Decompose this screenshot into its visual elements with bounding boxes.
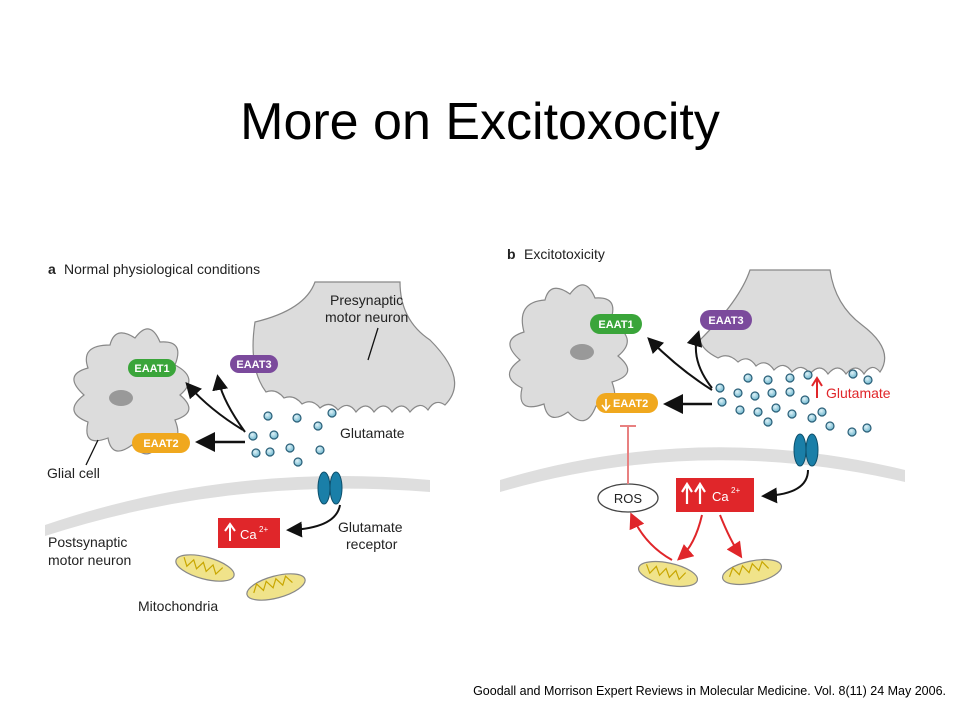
mitochondrion-a2 [246, 573, 306, 601]
svg-text:2+: 2+ [259, 525, 268, 534]
arrow-to-calcium-a [286, 504, 341, 538]
glutamate-receptor-b [793, 433, 819, 467]
eaat2-tag-a: EAAT2 [132, 433, 190, 453]
glutamate-receptor-a [317, 471, 343, 505]
svg-text:EAAT2: EAAT2 [613, 398, 648, 410]
mitochondrion-a1 [175, 554, 235, 582]
calcium-box-a: Ca 2+ [218, 518, 280, 548]
arrow-to-eaat1-b [647, 337, 713, 391]
arrow-ca-to-mito1 [676, 514, 703, 561]
panel-a: a Normal physiological conditions Presyn… [45, 261, 456, 614]
presynaptic-label-1: Presynaptic [330, 292, 403, 308]
presynaptic-pointer [367, 327, 379, 361]
svg-text:EAAT1: EAAT1 [134, 363, 169, 375]
svg-text:EAAT3: EAAT3 [236, 359, 271, 371]
eaat1-tag-b: EAAT1 [590, 314, 642, 334]
svg-text:2+: 2+ [731, 486, 740, 495]
panel-b-letter: b [507, 246, 516, 262]
arrow-to-calcium-b [761, 469, 809, 504]
panel-b: b Excitotoxicity EAAT1 EAAT3 EAAT2 [500, 246, 905, 588]
svg-text:EAAT2: EAAT2 [143, 438, 178, 450]
svg-text:EAAT1: EAAT1 [598, 319, 633, 331]
eaat3-tag-b: EAAT3 [700, 310, 752, 330]
glial-nucleus-b [570, 344, 594, 360]
postsynaptic-membrane [45, 476, 430, 536]
mitochondria-label: Mitochondria [138, 598, 218, 614]
presynaptic-neuron [252, 281, 456, 414]
receptor-label-1: Glutamate [338, 519, 403, 535]
glutamate-vesicles-a [248, 408, 337, 467]
arrow-to-eaat3 [212, 374, 246, 433]
eaat3-tag-a: EAAT3 [230, 355, 278, 373]
glutamate-label-b: Glutamate [826, 385, 891, 401]
glutamate-label-a: Glutamate [340, 425, 405, 441]
panel-b-heading: Excitotoxicity [524, 246, 605, 262]
eaat2-tag-b: EAAT2 [596, 393, 658, 413]
glial-nucleus [109, 390, 133, 406]
arrow-mito-to-ros [629, 512, 673, 561]
panel-a-heading: Normal physiological conditions [64, 261, 260, 277]
postsynaptic-label-1: Postsynaptic [48, 534, 127, 550]
mitochondrion-b2 [721, 558, 783, 586]
arrow-to-eaat1 [185, 381, 244, 431]
svg-text:ROS: ROS [614, 491, 643, 506]
receptor-label-2: receptor [346, 536, 398, 552]
eaat1-tag-a: EAAT1 [128, 359, 176, 377]
presynaptic-neuron-b [699, 269, 886, 376]
svg-text:Ca: Ca [240, 527, 257, 542]
panel-a-letter: a [48, 261, 56, 277]
arrow-to-eaat3-b [686, 330, 713, 389]
svg-text:Ca: Ca [712, 489, 729, 504]
presynaptic-label-2: motor neuron [325, 309, 408, 325]
arrow-ca-to-mito2 [719, 514, 743, 559]
glial-label: Glial cell [47, 465, 100, 481]
calcium-box-b: Ca 2+ [676, 478, 754, 512]
mitochondrion-b1 [637, 560, 699, 588]
glutamate-vesicles-b [715, 369, 873, 437]
slide-title: More on Excitoxocity [240, 93, 720, 151]
postsynaptic-label-2: motor neuron [48, 552, 131, 568]
glutamate-increase-arrow [811, 376, 823, 398]
ros-oval: ROS [597, 483, 659, 513]
glial-pointer [85, 439, 99, 466]
svg-text:EAAT3: EAAT3 [708, 315, 743, 327]
citation: Goodall and Morrison Expert Reviews in M… [473, 684, 946, 698]
